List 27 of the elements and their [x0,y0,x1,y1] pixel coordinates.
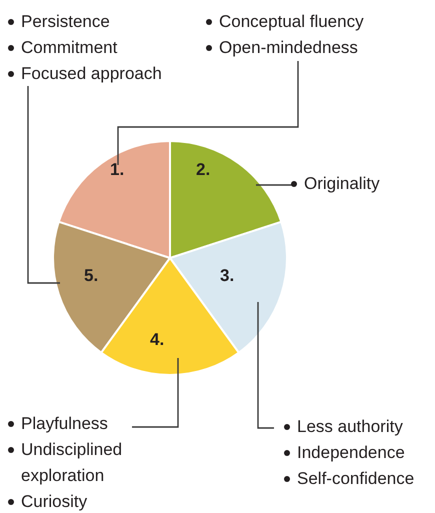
list-item: Self-confidence [297,468,414,490]
list-item: Less authority [297,416,403,438]
slice-number: 4. [150,331,164,348]
leader-line [132,358,179,428]
leader-line [117,61,299,165]
leader-line [27,86,60,284]
pie-slice [169,220,288,354]
slice-number: 2. [196,161,210,178]
list-item: Undisciplined exploration [21,439,124,487]
list-item: Independence [297,442,405,464]
slice-number: 3. [220,267,234,284]
slice-number: 5. [84,267,98,284]
pie-slice [58,140,171,259]
leader-line [257,302,274,429]
leader-line [256,184,294,186]
list-item: Curiosity [21,491,88,513]
list-item: Open-mindedness [219,37,358,59]
slice-number: 1. [110,161,124,178]
pie-slice [100,257,240,376]
list-item: Originality [304,173,380,195]
list-item: Commitment [21,37,118,59]
list-item: Playfulness [21,413,108,435]
pie-slice [169,140,282,259]
list-item: Conceptual fluency [219,11,364,33]
list-item: Persistence [21,11,110,33]
pie-slice [52,220,171,354]
list-item: Focused approach [21,63,162,85]
